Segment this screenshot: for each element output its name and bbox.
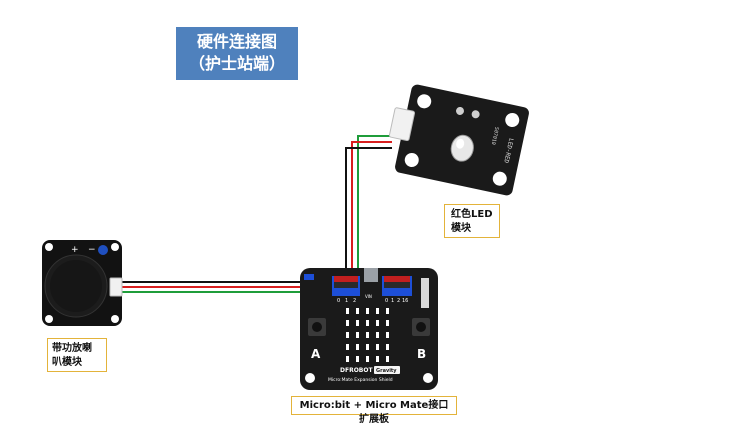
board-mount-hole	[423, 373, 433, 383]
speaker-cone-inner	[50, 260, 102, 312]
led-component-hole	[455, 106, 464, 115]
speaker-plus: +	[71, 245, 79, 255]
diagram-title: 硬件连接图 （护士站端）	[176, 27, 298, 80]
led-matrix	[346, 308, 389, 362]
pin-label-left-2: 2	[353, 298, 356, 304]
board-body	[300, 268, 438, 390]
led-module-label: 红色LED 模块	[444, 204, 500, 238]
speaker-label-line-2: 叭模块	[52, 357, 82, 368]
pin-label-left-1: 1	[345, 298, 348, 304]
board-brand: DFROBOT	[340, 367, 373, 374]
power-switch	[421, 278, 429, 308]
pin-header-right-red	[384, 276, 410, 282]
led-label-line-2: 模块	[451, 223, 471, 234]
board-mount-hole	[305, 373, 315, 383]
pin-label-right-16: 16	[402, 298, 408, 304]
pin-header-black	[334, 282, 358, 288]
expansion-board: 0 1 2 VIN 0 1 2 16 A B DFROBOT Gravity M…	[300, 268, 438, 390]
blue-power-pin	[304, 274, 314, 280]
speaker-module-label: 带功放喇 叭模块	[47, 338, 107, 372]
led-wire-black	[345, 147, 392, 278]
gravity-badge	[374, 366, 400, 374]
pin-label-left-0: 0	[337, 298, 340, 304]
led-wire-red	[351, 141, 392, 278]
led-wires	[345, 135, 392, 278]
led-mount-hole	[505, 113, 520, 128]
led-label-line-1: 红色LED	[451, 209, 493, 220]
board-series: Gravity	[376, 368, 397, 374]
button-a-label: A	[311, 347, 321, 361]
pin-label-right-2: 2	[397, 298, 400, 304]
speaker-volume-knob	[98, 245, 108, 255]
led-mount-hole	[492, 171, 507, 186]
speaker-wires	[122, 281, 334, 293]
speaker-minus: −	[88, 245, 96, 255]
title-line-2: （护士站端）	[188, 54, 285, 73]
pin-header-right-black	[384, 282, 410, 288]
board-label-text: Micro:bit + Micro Mate接口扩展板	[299, 400, 449, 425]
board-name: Micro:Mate Expansion Shield	[328, 377, 393, 383]
led-bulb-highlight	[456, 138, 465, 149]
speaker-module: + −	[42, 240, 123, 326]
button-a	[312, 322, 322, 332]
pin-label-right-1: 1	[391, 298, 394, 304]
pin-label-right-0: 0	[385, 298, 388, 304]
pin-label-vin: VIN	[365, 294, 372, 299]
speaker-mount-hole	[45, 315, 53, 323]
pin-header-red	[334, 276, 358, 282]
led-module: LED-RED S07010	[388, 84, 529, 196]
speaker-connector	[109, 277, 123, 297]
button-b	[416, 322, 426, 332]
speaker-mount-hole	[111, 243, 119, 251]
speaker-mount-hole	[111, 315, 119, 323]
led-mount-hole	[404, 152, 419, 167]
led-serial: S07010	[490, 126, 500, 145]
speaker-mount-hole	[45, 243, 53, 251]
button-b-label: B	[417, 347, 426, 361]
led-component-hole	[471, 110, 480, 119]
led-mount-hole	[417, 94, 432, 109]
title-line-1: 硬件连接图	[196, 32, 277, 51]
expansion-board-label: Micro:bit + Micro Mate接口扩展板	[291, 396, 457, 425]
usb-port	[364, 268, 378, 282]
speaker-label-line-1: 带功放喇	[52, 343, 92, 354]
led-wire-green	[357, 135, 392, 278]
led-connector	[388, 107, 416, 142]
